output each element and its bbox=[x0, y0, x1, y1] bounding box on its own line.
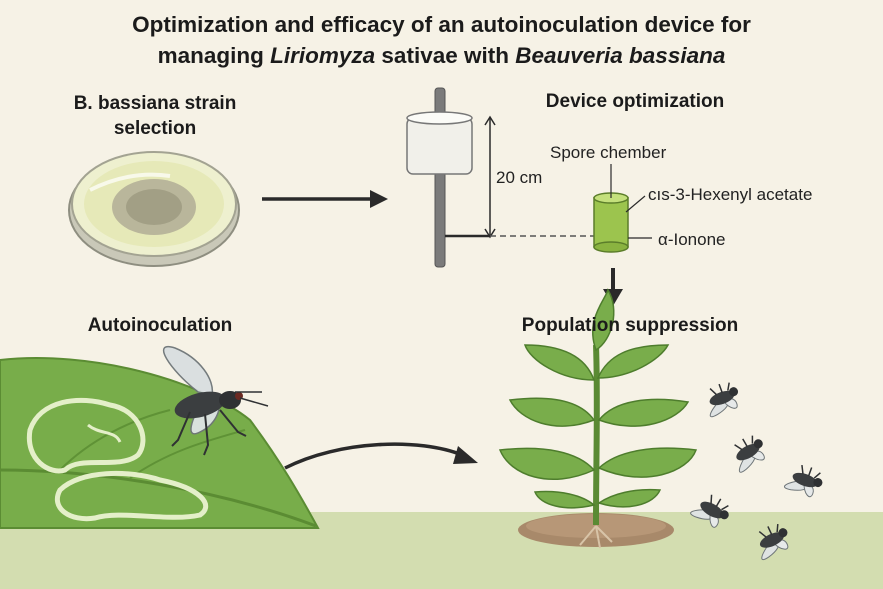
title-line-2: managing Liriomyza sativae with Beauveri… bbox=[0, 43, 883, 69]
petri-dish bbox=[68, 151, 240, 267]
population-suppression-heading: Population suppression bbox=[521, 315, 739, 336]
device-pole bbox=[406, 87, 490, 268]
device-cap bbox=[406, 117, 473, 175]
spore-chamber-label: Spore chember bbox=[550, 143, 667, 162]
autoinoculation-heading: Autoinoculation bbox=[87, 315, 233, 336]
spore-chamber bbox=[593, 164, 652, 253]
strain-selection-heading: B. bassiana strain selection bbox=[40, 91, 270, 141]
title-line-1: Optimization and efficacy of an autoinoc… bbox=[132, 12, 751, 37]
leaf-mine bbox=[26, 397, 146, 474]
dead-flies bbox=[690, 382, 823, 561]
device-optimization-heading: Device optimization bbox=[545, 91, 725, 112]
leaf bbox=[0, 357, 320, 529]
height-dimension bbox=[484, 115, 594, 239]
fly bbox=[162, 345, 269, 456]
title-genus: Liriomyza bbox=[270, 43, 376, 68]
title-text: managing bbox=[157, 43, 271, 68]
leaf-mine bbox=[55, 471, 209, 522]
dead-fly bbox=[758, 523, 789, 561]
dead-fly bbox=[690, 494, 729, 528]
dead-fly bbox=[783, 464, 823, 498]
strain-heading-line: B. bassiana strain bbox=[73, 93, 237, 114]
attractant-label-1: cıs-3-Hexenyl acetate bbox=[648, 185, 813, 204]
arrow-autoinoculation-to-suppression bbox=[284, 442, 478, 470]
title-text: sativae with bbox=[375, 43, 516, 68]
plant bbox=[498, 288, 698, 549]
attractant-label-2: α-Ionone bbox=[658, 230, 726, 249]
title-species: Beauveria bassiana bbox=[515, 43, 726, 68]
dead-fly bbox=[709, 382, 739, 418]
dead-fly bbox=[734, 435, 765, 473]
strain-heading-line: selection bbox=[113, 118, 197, 139]
arrow-strain-to-device bbox=[262, 190, 388, 208]
height-label: 20 cm bbox=[496, 168, 543, 187]
